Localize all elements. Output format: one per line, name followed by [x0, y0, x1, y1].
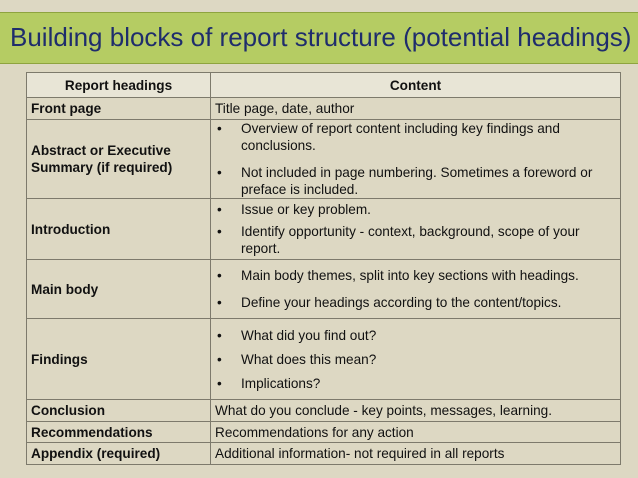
bullet-icon: • — [217, 327, 222, 343]
table-header-row: Report headings Content — [26, 72, 621, 98]
row-heading: Findings — [26, 318, 211, 400]
bullet-icon: • — [217, 295, 222, 310]
bullet-item: • Issue or key problem. — [215, 201, 616, 218]
table-row: Front page Title page, date, author — [26, 97, 621, 120]
table-row: Main body • Main body themes, split into … — [26, 259, 621, 319]
bullet-text: Issue or key problem. — [241, 202, 371, 217]
report-structure-table: Report headings Content Front page Title… — [26, 72, 621, 465]
bullet-icon: • — [217, 224, 222, 239]
bullet-text: Main body themes, split into key section… — [241, 268, 579, 283]
bullet-list: • Main body themes, split into key sectio… — [215, 267, 616, 311]
bullet-text: Implications? — [241, 375, 321, 391]
row-content: • Main body themes, split into key sectio… — [210, 259, 621, 319]
row-heading: Recommendations — [26, 421, 211, 443]
bullet-text: Overview of report content including key… — [241, 121, 560, 153]
row-content: • What did you find out? • What does this … — [210, 318, 621, 400]
bullet-item: • Overview of report content including ke… — [215, 120, 616, 154]
bullet-icon: • — [217, 202, 222, 217]
row-content: Additional information- not required in … — [210, 442, 621, 465]
bullet-item: • What does this mean? — [215, 351, 616, 368]
table-row: Introduction • Issue or key problem. • Ide… — [26, 198, 621, 260]
bullet-text: What does this mean? — [241, 351, 377, 367]
column-header-report-headings: Report headings — [26, 72, 211, 98]
bullet-icon: • — [217, 268, 222, 283]
bullet-text: Identify opportunity - context, backgrou… — [241, 224, 580, 256]
bullet-text: Define your headings according to the co… — [241, 295, 562, 310]
row-heading: Abstract or Executive Summary (if requir… — [26, 119, 211, 199]
bullet-list: • Overview of report content including ke… — [215, 120, 616, 198]
table-row: Abstract or Executive Summary (if requir… — [26, 119, 621, 199]
bullet-list: • Issue or key problem. • Identify opportu… — [215, 201, 616, 257]
row-content: Title page, date, author — [210, 97, 621, 120]
bullet-item: • What did you find out? — [215, 327, 616, 344]
row-heading: Front page — [26, 97, 211, 120]
row-content: • Issue or key problem. • Identify opportu… — [210, 198, 621, 260]
bullet-item: • Identify opportunity - context, backgro… — [215, 223, 616, 257]
row-heading: Appendix (required) — [26, 442, 211, 465]
bullet-item: • Not included in page numbering. Sometim… — [215, 164, 616, 198]
row-content: • Overview of report content including ke… — [210, 119, 621, 199]
table-row: Findings • What did you find out? • What d… — [26, 318, 621, 400]
row-heading: Introduction — [26, 198, 211, 260]
table-row: Appendix (required) Additional informati… — [26, 442, 621, 465]
row-heading: Main body — [26, 259, 211, 319]
title-band: Building blocks of report structure (pot… — [0, 12, 638, 64]
row-heading: Conclusion — [26, 399, 211, 422]
row-content: What do you conclude - key points, messa… — [210, 399, 621, 422]
bullet-icon: • — [217, 375, 222, 391]
bullet-item: • Define your headings according to the c… — [215, 294, 616, 311]
column-header-content: Content — [210, 72, 621, 98]
bullet-text: Not included in page numbering. Sometime… — [241, 165, 593, 197]
bullet-icon: • — [217, 121, 222, 136]
bullet-list: • What did you find out? • What does this … — [215, 327, 616, 392]
slide-title: Building blocks of report structure (pot… — [10, 22, 632, 52]
bullet-icon: • — [217, 351, 222, 367]
row-content: Recommendations for any action — [210, 421, 621, 443]
bullet-icon: • — [217, 165, 222, 180]
bullet-item: • Main body themes, split into key sectio… — [215, 267, 616, 284]
bullet-item: • Implications? — [215, 375, 616, 392]
bullet-text: What did you find out? — [241, 327, 377, 343]
table-row: Conclusion What do you conclude - key po… — [26, 399, 621, 422]
table-row: Recommendations Recommendations for any … — [26, 421, 621, 443]
